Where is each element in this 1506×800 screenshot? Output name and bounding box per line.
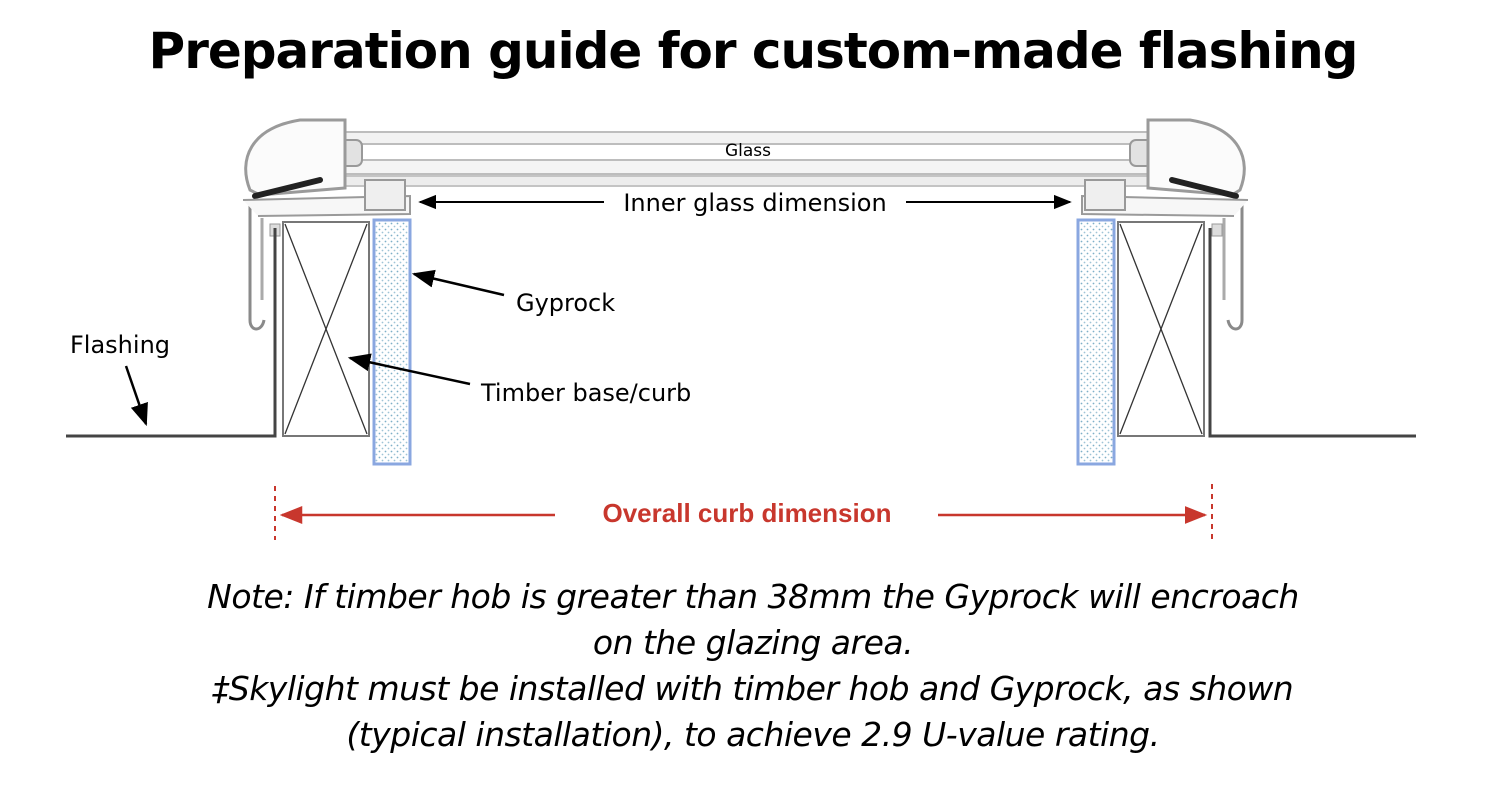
right-timber-curb bbox=[1117, 221, 1205, 437]
left-timber-curb bbox=[282, 221, 370, 437]
gyprock-label: Gyprock bbox=[516, 289, 615, 317]
overall-curb-dimension-label: Overall curb dimension bbox=[603, 498, 892, 528]
roof-flashing-lines bbox=[66, 228, 1416, 438]
left-gyprock bbox=[372, 218, 412, 466]
timber-pointer-arrow bbox=[347, 353, 471, 386]
right-frame bbox=[1081, 118, 1249, 331]
timber-base-curb-label: Timber base/curb bbox=[480, 379, 691, 407]
notes-block: Note: If timber hob is greater than 38mm… bbox=[0, 574, 1506, 758]
overall-curb-dimension bbox=[274, 484, 1213, 540]
glass-label: Glass bbox=[725, 141, 771, 161]
inner-glass-dimension-label: Inner glass dimension bbox=[623, 189, 886, 217]
left-frame bbox=[242, 118, 411, 331]
note-line-1: Note: If timber hob is greater than 38mm… bbox=[207, 577, 1299, 616]
flashing-pointer-arrow bbox=[124, 365, 148, 427]
gyprock-pointer-arrow bbox=[411, 269, 505, 297]
note-line-4: (typical installation), to achieve 2.9 U… bbox=[346, 715, 1160, 754]
right-gyprock bbox=[1076, 218, 1116, 466]
diagram-title: Preparation guide for custom-made flashi… bbox=[148, 22, 1359, 80]
flashing-label: Flashing bbox=[70, 331, 170, 359]
note-line-2: on the glazing area. bbox=[592, 623, 914, 662]
note-line-3: ‡Skylight must be installed with timber … bbox=[212, 669, 1294, 708]
